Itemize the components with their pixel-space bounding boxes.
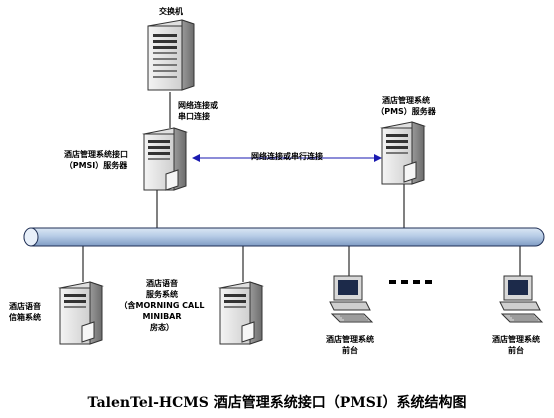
voice-service-server-icon <box>218 281 264 345</box>
voicemail-label: 酒店语音 信箱系统 <box>9 302 41 322</box>
ellipsis-dots <box>389 280 432 284</box>
voicemail-server-icon <box>58 281 104 345</box>
pmsi-pms-link-label: 网络连接或串行连接 <box>251 152 323 161</box>
connection-lines <box>82 92 521 282</box>
pms-server-label: 酒店管理系统 （PMS）服务器 <box>376 96 436 116</box>
frontdesk-pc-icon-1 <box>329 275 374 323</box>
pms-server-icon <box>380 121 426 185</box>
pmsi-switch-link-label: 网络连接或 串口连接 <box>178 101 218 121</box>
frontdesk-label-2: 酒店管理系统 前台 <box>492 335 540 355</box>
network-bus <box>23 227 545 247</box>
diagram-caption: TalenTel-HCMS 酒店管理系统接口（PMSI）系统结构图 <box>87 395 467 411</box>
pmsi-server-label: 酒店管理系统接口 （PMSI）服务器 <box>64 150 128 170</box>
voice-service-label: 酒店语音 服务系统 （含MORNING CALL MINIBAR 房态） <box>119 279 205 332</box>
frontdesk-pc-icon-2 <box>499 275 544 323</box>
switch-icon <box>147 19 195 91</box>
switch-label: 交换机 <box>159 7 183 16</box>
frontdesk-label-1: 酒店管理系统 前台 <box>326 335 374 355</box>
pmsi-server-icon <box>142 127 188 191</box>
